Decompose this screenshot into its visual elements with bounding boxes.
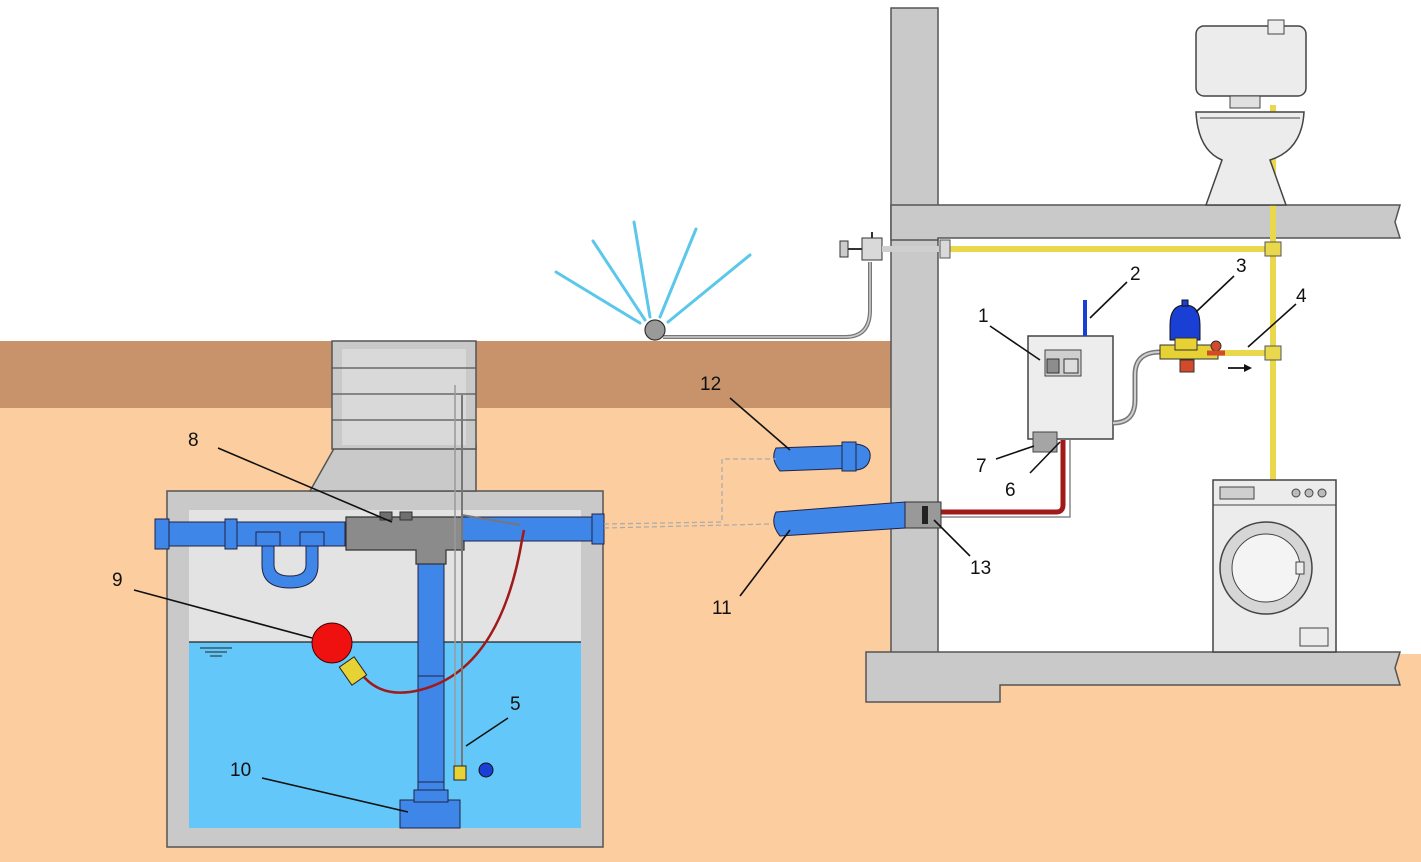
callout-13: 13: [933, 519, 991, 579]
sky: [0, 0, 895, 341]
pump-riser: [417, 559, 445, 811]
sprinkler-spray: [554, 220, 752, 325]
sprinkler-head: [644, 319, 666, 341]
callout-5: 5: [465, 694, 521, 747]
toilet-bowl: [1195, 111, 1305, 206]
callout-10-label: 10: [230, 760, 251, 781]
callout-9: 9: [112, 570, 313, 639]
callout-6: 6: [1005, 441, 1061, 501]
overflow-outlet-pipe: [461, 516, 605, 542]
cistern-water: [189, 642, 581, 828]
wall-sleeve: [904, 501, 942, 529]
callout-2: 2: [1089, 264, 1141, 319]
ground-pipes: [603, 441, 906, 537]
callouts: 1 2 3 4 5 6 7 8: [112, 256, 1307, 813]
callout-12: 12: [700, 374, 791, 451]
sensor-blue-float: [478, 762, 494, 778]
pressure-vessel-assembly: [1159, 299, 1252, 373]
callout-4: 4: [1247, 286, 1307, 348]
float-cable: [358, 529, 526, 694]
pump-collar: [413, 789, 449, 803]
suction-hose: [930, 440, 1066, 515]
toilet: [1195, 19, 1307, 206]
callout-7-label: 7: [976, 456, 987, 477]
water-level-symbol: [200, 647, 232, 657]
outer-wall: [890, 7, 939, 654]
controller: [925, 300, 1175, 518]
inlet-pipe-11: [773, 501, 906, 537]
callout-8: 8: [188, 430, 393, 523]
callout-2-label: 2: [1130, 264, 1141, 285]
upper-floor-slab: [890, 204, 1402, 241]
callout-5-label: 5: [510, 694, 521, 715]
callout-6-label: 6: [1005, 480, 1016, 501]
callout-9-label: 9: [112, 570, 123, 591]
indoor-air: [895, 0, 1421, 654]
callout-3-label: 3: [1236, 256, 1247, 277]
cistern-piping: [154, 511, 605, 829]
cistern-cone: [308, 444, 477, 492]
shaft-rings: [332, 367, 476, 421]
float-connector: [338, 656, 368, 686]
toilet-cistern: [1195, 25, 1307, 97]
float-switch-assembly: [311, 529, 526, 694]
callout-7: 7: [976, 445, 1035, 477]
callout-1-label: 1: [978, 306, 989, 327]
pressure-vessel: [1169, 304, 1201, 341]
ground-floor-slab: [865, 651, 1402, 703]
shaft-inner: [342, 349, 466, 445]
controller-bracket: [1032, 431, 1058, 453]
callout-3: 3: [1195, 256, 1247, 313]
washing-machine: [1212, 479, 1337, 653]
callout-1: 1: [978, 306, 1041, 361]
float-ball: [311, 622, 353, 664]
callout-8-label: 8: [188, 430, 199, 451]
callout-4-label: 4: [1296, 286, 1307, 307]
submersible-pump-body: [399, 799, 461, 829]
callout-13-label: 13: [970, 558, 991, 579]
service-pipework: [882, 105, 1282, 480]
callout-10: 10: [230, 760, 409, 813]
level-sensor-assembly: [453, 385, 521, 781]
callout-11-label: 11: [712, 598, 732, 619]
callout-11: 11: [712, 529, 791, 619]
callout-12-label: 12: [700, 374, 721, 395]
